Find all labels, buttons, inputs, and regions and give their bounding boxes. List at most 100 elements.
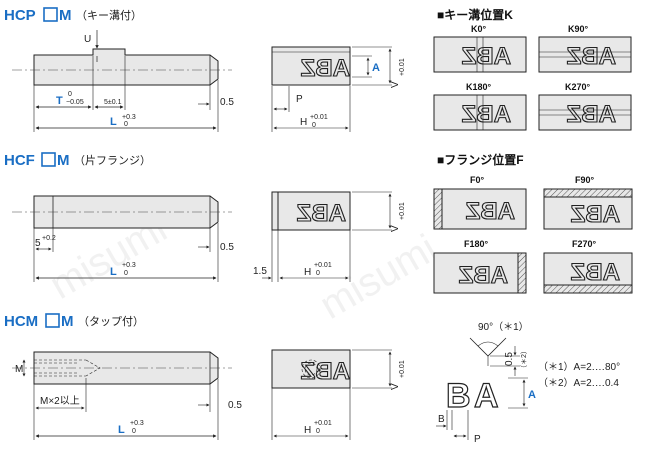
dim-l-tol: +0.3 — [122, 262, 136, 269]
flange-f180: F180° ABZ — [433, 239, 527, 294]
section-hcf: HCF M （片フランジ） 5 +0.2 0.5 L +0.3 0 ABZ — [4, 152, 406, 282]
flange-f270: F270° ABZ — [543, 239, 633, 294]
section-hcp: HCP M （キー溝付） U T 0 −0.05 5±0.1 — [4, 7, 406, 132]
dim-l-tol: +0.3 — [122, 114, 136, 121]
dim-l-tol-low: 0 — [132, 428, 136, 435]
dim-v-tol: +0.01 — [399, 202, 406, 220]
detail-letter-a: A — [474, 377, 499, 415]
marking-detail: 90°（＊1） 0.5 （＊2） B A A B P （＊1）A=2‥‥80° … — [436, 321, 620, 445]
dim-end: 0.5 — [228, 400, 242, 411]
dim-flange-tol: +0.2 — [42, 235, 56, 242]
section-type-label: （片フランジ） — [74, 154, 151, 167]
dim-u: U — [84, 34, 91, 45]
dim-h: H — [304, 425, 311, 436]
marking-text: ABZ — [567, 101, 616, 128]
marking-text: ABZ — [301, 55, 350, 82]
section-suffix: M — [59, 7, 72, 24]
dim-t-tol-upper: 0 — [68, 91, 72, 98]
flange-f0: F0° ABZ — [433, 175, 527, 230]
dim-v: V — [390, 225, 401, 232]
section-suffix: M — [61, 313, 74, 330]
detail-letter-b: B — [446, 377, 471, 415]
dim-h-tol-low: 0 — [316, 270, 320, 277]
flange-f180-label: F180° — [464, 239, 489, 249]
marking-text: ABZ — [571, 201, 620, 228]
key-k0: K0° ABZ — [433, 24, 527, 73]
dim-v: V — [390, 383, 401, 390]
dim-l: L — [118, 424, 125, 436]
dim-h-tol: +0.01 — [314, 420, 332, 427]
flange-f0-label: F0° — [470, 175, 485, 185]
dim-v-tol: +0.01 — [399, 58, 406, 76]
marking-text: ABZ — [462, 101, 511, 128]
code-box — [45, 313, 60, 328]
front-view: ABZ V +0.01 1.5 H +0.01 0 — [253, 191, 406, 282]
key-position-title: ■キー溝位置K — [437, 7, 513, 22]
section-type-label: （キー溝付） — [76, 9, 142, 22]
detail-p: P — [474, 434, 481, 445]
dim-key-width: 5±0.1 — [104, 99, 122, 106]
key-k0-label: K0° — [471, 24, 487, 34]
marking-text: ABZ — [462, 43, 511, 70]
flange-position-panel: ■フランジ位置F F0° ABZ F90° ABZ F180° ABZ F270… — [433, 152, 633, 294]
key-k270-label: K270° — [565, 82, 591, 92]
dim-t: T — [56, 95, 63, 107]
key-k270: K270° ABZ — [538, 82, 632, 131]
dim-left-offset: 1.5 — [253, 266, 267, 277]
dim-tap-depth: M×2以上 — [40, 395, 80, 407]
detail-a: A — [528, 389, 536, 401]
dim-l-tol-low: 0 — [124, 121, 128, 128]
flange-position-title: ■フランジ位置F — [437, 152, 524, 167]
detail-depth: 0.5 — [504, 352, 515, 366]
key-k90-label: K90° — [568, 24, 589, 34]
dim-flange: 5 — [35, 238, 41, 249]
flange-f90: F90° ABZ — [543, 175, 633, 230]
dim-l-tol-low: 0 — [124, 270, 128, 277]
detail-note-2: （＊2）A=2‥‥0.4 — [538, 377, 619, 389]
pin-side-view: U T 0 −0.05 5±0.1 0.5 L +0.3 0 — [12, 30, 234, 132]
watermark-text-2: misumi — [313, 226, 445, 327]
detail-note-1: （＊1）A=2‥‥80° — [538, 361, 620, 373]
marking-text: ABZ — [571, 259, 620, 286]
section-code: HCF — [4, 152, 35, 169]
front-view: ABZ A V +0.01 P H +0.01 0 — [271, 46, 406, 132]
dim-v-tol: +0.01 — [399, 360, 406, 378]
detail-letters: B A — [445, 376, 499, 415]
marking-text: ABZ — [466, 198, 515, 225]
dim-v: V — [390, 81, 401, 88]
dim-h-tol-low: 0 — [316, 428, 320, 435]
section-type-label: （タップ付） — [78, 315, 144, 328]
key-k180-label: K180° — [466, 82, 492, 92]
front-view: ABZ V +0.01 H +0.01 0 — [271, 349, 406, 440]
dim-end: 0.5 — [220, 242, 234, 253]
dim-l: L — [110, 116, 117, 128]
dim-l: L — [110, 266, 117, 278]
code-box — [43, 7, 58, 22]
pin-side-view: M M×2以上 0.5 L +0.3 0 — [12, 351, 242, 440]
key-k90: K90° ABZ — [538, 24, 632, 73]
dim-m: M — [15, 364, 23, 375]
flange-f90-label: F90° — [575, 175, 595, 185]
key-position-panel: ■キー溝位置K K0° ABZ K90° ABZ K180° ABZ K270° — [433, 7, 632, 131]
marking-text: ABZ — [459, 262, 508, 289]
marking-text: ABZ — [567, 43, 616, 70]
detail-b: B — [438, 414, 445, 425]
section-code: HCM — [4, 313, 38, 330]
detail-depth-note: （＊2） — [520, 347, 528, 372]
flange-f270-label: F270° — [572, 239, 597, 249]
dim-end: 0.5 — [220, 97, 234, 108]
dim-p: P — [296, 94, 303, 105]
dim-t-tol-lower: −0.05 — [66, 99, 84, 106]
dim-h: H — [300, 117, 307, 128]
dim-h: H — [304, 267, 311, 278]
dim-a: A — [372, 62, 380, 74]
detail-angle: 90°（＊1） — [478, 321, 529, 333]
code-box — [41, 152, 56, 167]
marking-text: ABZ — [297, 200, 346, 227]
section-suffix: M — [57, 152, 70, 169]
section-code: HCP — [4, 7, 36, 24]
key-k180: K180° ABZ — [433, 82, 527, 131]
dim-l-tol: +0.3 — [130, 420, 144, 427]
